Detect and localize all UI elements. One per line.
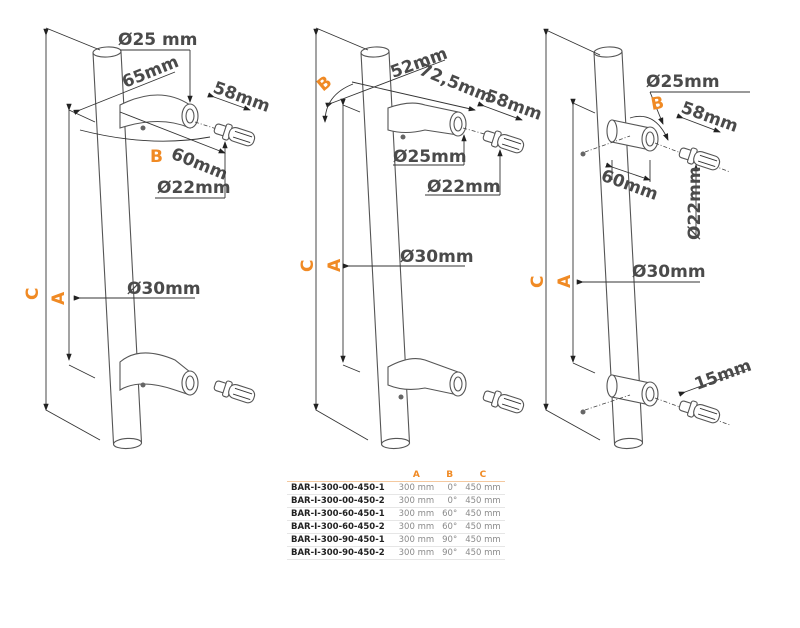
label-a: A [555,274,575,288]
variant-90deg: C A 60mm Ø25mm B 58mm Ø22mm Ø30m [528,28,754,450]
label-a: A [325,258,345,272]
value-c: 450 mm [461,533,505,547]
dim-bolt-length: 58mm [210,78,272,117]
value-c: 450 mm [461,494,505,508]
variant-60deg: C A 52mm 72,5mm B 58mm Ø25mm Ø22mm Ø30mm [298,27,545,450]
product-code: BAR-I-300-00-450-2 [287,494,395,508]
value-c: 450 mm [461,507,505,521]
dim-thread: 15mm [692,356,754,395]
variant-0deg: C A Ø25 mm 65mm 60mm B 58mm Ø22mm [23,27,273,450]
label-c: C [23,288,43,300]
table-row: BAR-I-300-60-450-1 300 mm 60° 450 mm [287,507,505,521]
table-row: BAR-I-300-00-450-2 300 mm 0° 450 mm [287,494,505,508]
bar-top [92,46,122,58]
dim-fitting-diameter: Ø25mm [393,147,467,167]
value-b: 0° [438,494,462,508]
header-a: A [394,470,439,482]
dim-fitting-diameter: Ø25mm [646,72,720,92]
value-a: 300 mm [394,481,439,495]
product-code: BAR-I-300-90-450-2 [287,546,395,560]
value-a: 300 mm [394,507,439,521]
value-a: 300 mm [394,546,439,560]
table-row: BAR-I-300-60-450-2 300 mm 60° 450 mm [287,520,505,534]
header-c: C [461,470,505,482]
label-a: A [49,291,69,305]
table-row: BAR-I-300-90-450-1 300 mm 90° 450 mm [287,533,505,547]
value-a: 300 mm [394,533,439,547]
value-c: 450 mm [461,481,505,495]
dim-bolt-diameter: Ø22mm [157,178,231,198]
label-b: B [313,72,336,96]
product-code: BAR-I-300-00-450-1 [287,481,395,495]
dim-bolt-diameter: Ø22mm [427,177,501,197]
dim-bar-diameter: Ø30mm [127,279,201,299]
dim-bolt-diameter: Ø22mm [685,166,705,240]
dim-arm-length: 65mm [119,52,181,93]
table-row: BAR-I-300-00-450-1 300 mm 0° 450 mm [287,481,505,495]
value-c: 450 mm [461,546,505,560]
product-code: BAR-I-300-60-450-1 [287,507,395,521]
dim-bar-diameter: Ø30mm [632,262,706,282]
value-b: 60° [438,507,462,521]
dim-top-diameter: Ø25 mm [118,30,197,50]
value-a: 300 mm [394,520,439,534]
dim-bolt-length: 58mm [678,98,740,137]
value-b: 60° [438,520,462,534]
product-code: BAR-I-300-90-450-1 [287,533,395,547]
label-b: B [649,93,665,115]
value-b: 90° [438,533,462,547]
top-arm [119,94,191,129]
value-c: 450 mm [461,520,505,534]
value-b: 90° [438,546,462,560]
table-row: BAR-I-300-90-450-2 300 mm 90° 450 mm [287,546,505,560]
value-b: 0° [438,481,462,495]
value-a: 300 mm [394,494,439,508]
label-c: C [298,260,318,272]
dim-bolt-length: 58mm [482,86,544,125]
header-b: B [438,470,462,482]
label-c: C [528,276,548,288]
header-code [287,470,395,482]
spec-table-header: A B C [287,470,505,482]
product-code: BAR-I-300-60-450-2 [287,520,395,534]
label-b: B [150,147,163,167]
spec-table: A B C BAR-I-300-00-450-1 300 mm 0° 450 m… [287,470,505,560]
dim-bar-diameter: Ø30mm [400,247,474,267]
